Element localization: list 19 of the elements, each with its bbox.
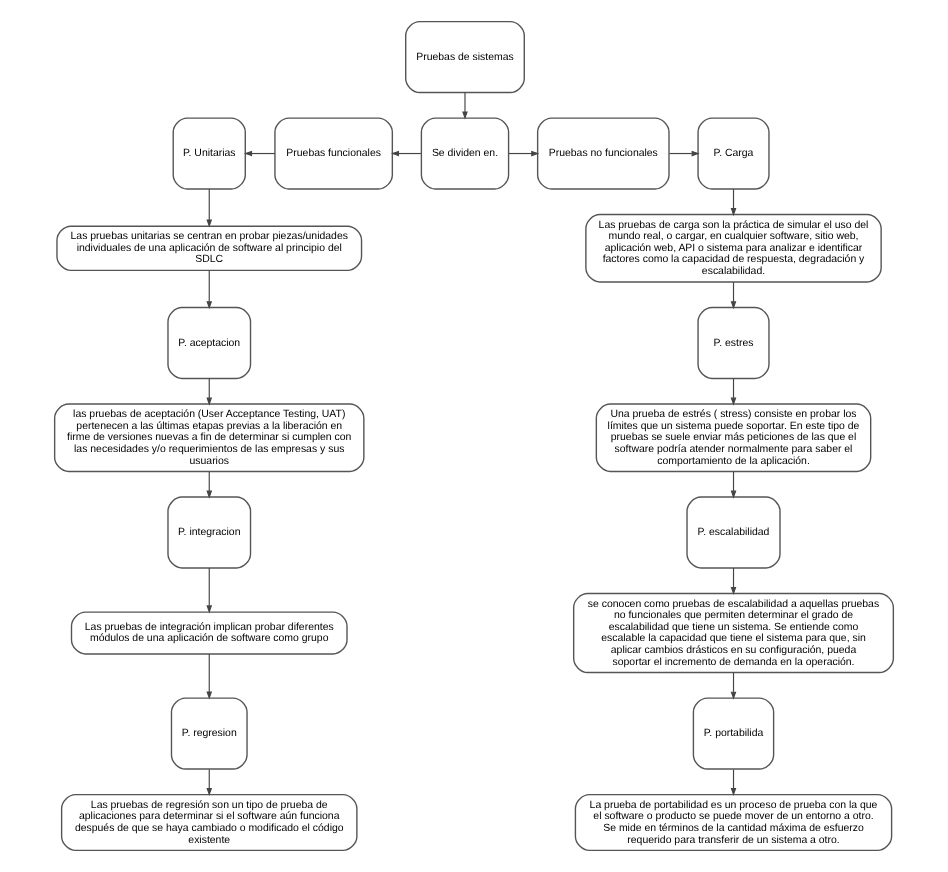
arrow	[243, 150, 276, 157]
arrow	[206, 188, 213, 228]
arrow	[390, 150, 422, 157]
arrow	[206, 653, 213, 700]
arrow	[730, 768, 737, 797]
arrow	[730, 672, 737, 700]
arrow	[668, 150, 700, 157]
arrow	[206, 768, 213, 797]
arrow	[206, 269, 213, 310]
arrow	[462, 92, 468, 120]
arrow	[730, 281, 737, 310]
arrow	[206, 567, 213, 614]
arrow	[730, 378, 737, 406]
arrow	[730, 471, 737, 499]
arrow	[206, 471, 213, 499]
arrow	[206, 378, 213, 406]
arrow	[508, 150, 540, 157]
arrow	[730, 567, 737, 596]
arrow	[730, 188, 737, 217]
